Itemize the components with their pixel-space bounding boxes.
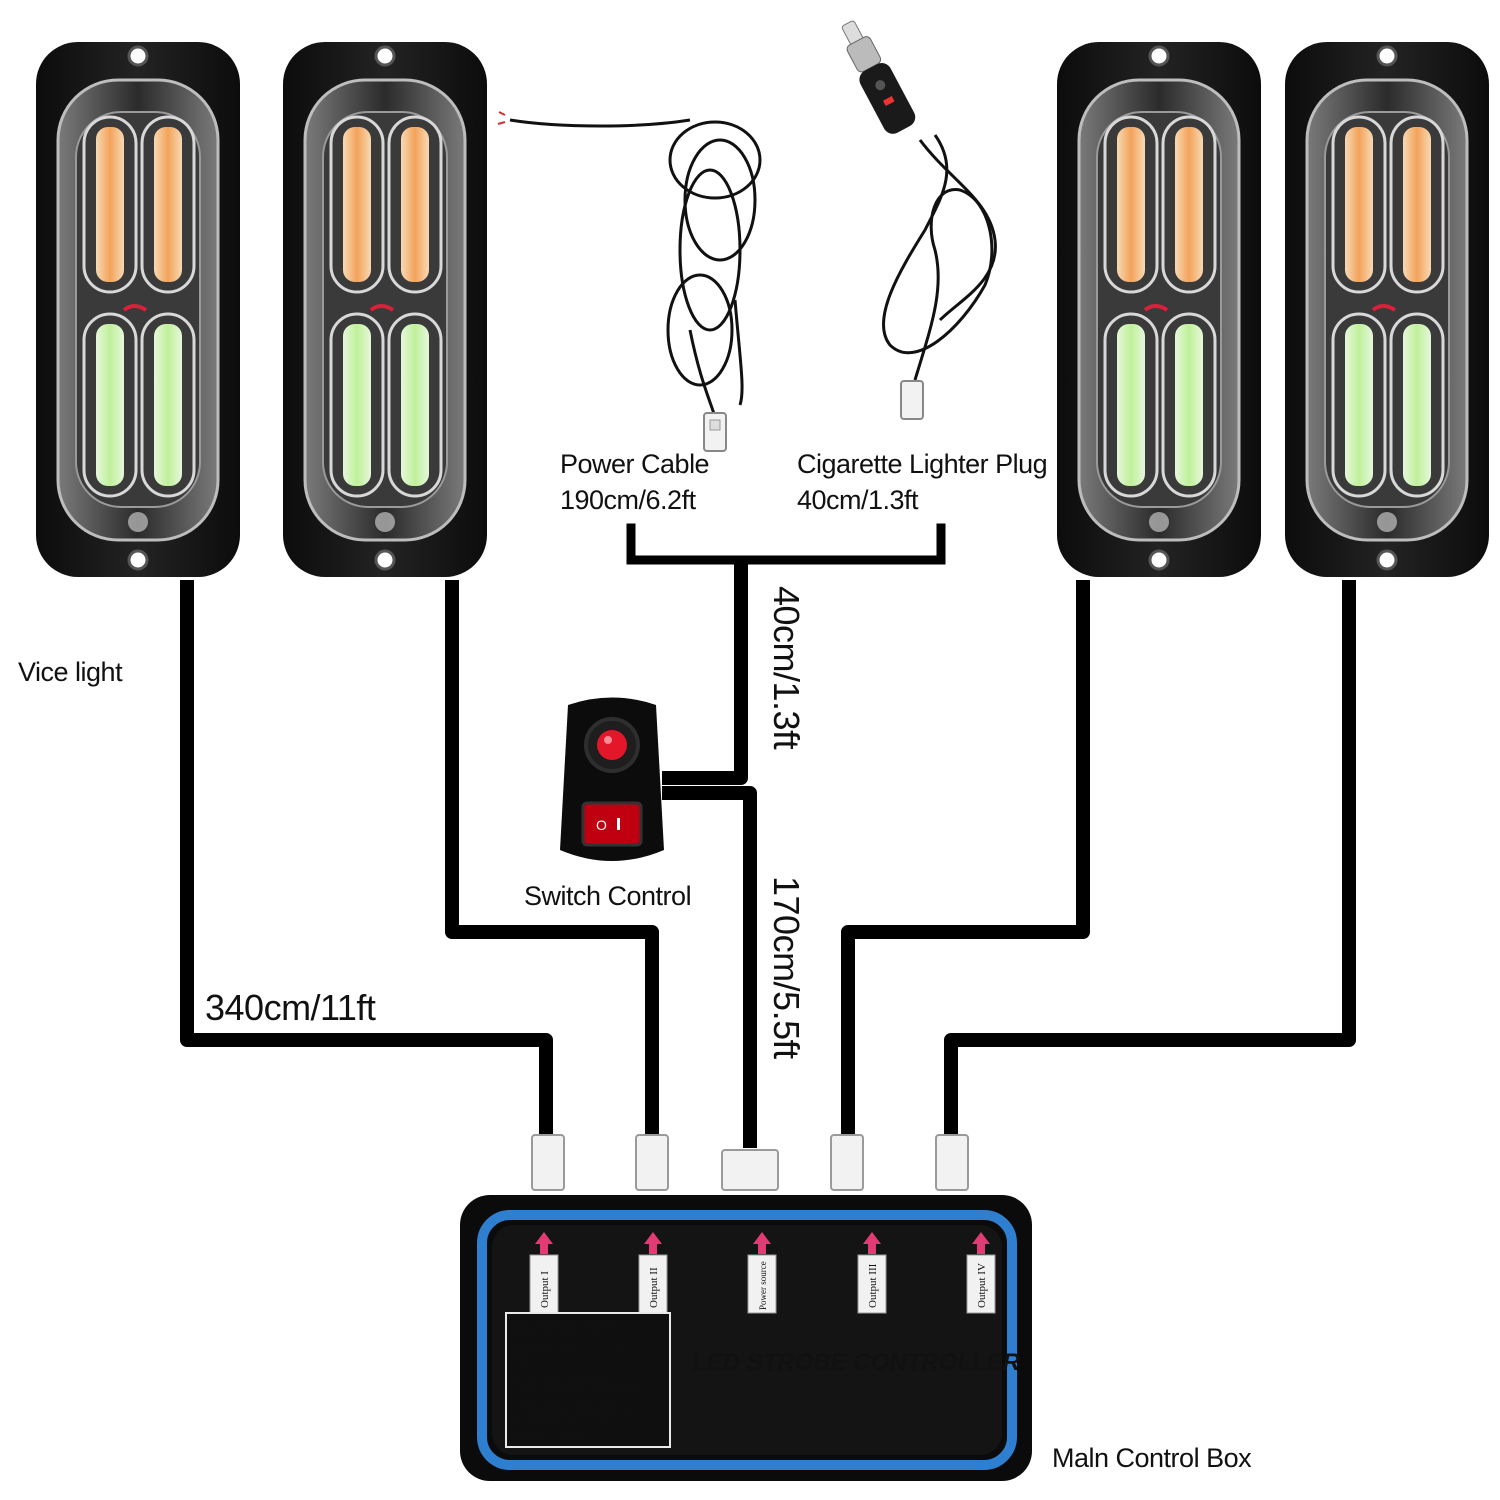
vice-light-label: Vice light — [18, 657, 123, 687]
switch-cable-length: 40cm/1.3ft — [766, 586, 807, 750]
main-control-box: Output I Output II Power source Output I… — [460, 1195, 1032, 1481]
main-control-box-label: Maln Control Box — [1052, 1443, 1252, 1473]
svg-text:③ It should be installed in th: ③ It should be installed in the place — [512, 1407, 638, 1416]
svg-text:design, You must make waterpro: design, You must make waterproof. — [512, 1396, 638, 1405]
svg-text:Output horsepower: 30W: Output horsepower: 30W — [512, 1330, 602, 1339]
box-connectors — [531, 1134, 969, 1191]
power-cable-length: 190cm/6.2ft — [560, 485, 696, 515]
wire-switch-to-power — [662, 556, 748, 785]
svg-text:Notice: Notice — [512, 1352, 535, 1361]
controller-title: LED STROBE CONTROLLER — [692, 1349, 1021, 1376]
power-bracket — [626, 523, 946, 565]
cigarette-lighter-plug — [841, 20, 997, 420]
power-cable-plug — [703, 412, 727, 452]
strobe-light-1 — [36, 42, 240, 577]
cigarette-plug-label: Cigarette Lighter Plug — [797, 449, 1048, 479]
port-label-output-3: Output III — [867, 1263, 879, 1308]
port-label-output-2: Output II — [648, 1267, 660, 1308]
svg-text:of far away from heat source a: of far away from heat source and — [512, 1418, 630, 1427]
svg-text:source cannot meet instead.: source cannot meet instead. — [512, 1374, 613, 1383]
svg-text:Ambient temperature: -30°C -6: Ambient temperature: -30°C -60°C — [512, 1341, 633, 1350]
switch-control-unit: O — [560, 697, 664, 861]
wire-light-2 — [445, 580, 659, 1140]
wires — [180, 556, 1356, 1148]
cigarette-plug-length: 40cm/1.3ft — [797, 485, 919, 515]
power-cable-label: Power Cable — [560, 449, 710, 479]
strobe-light-2 — [283, 42, 487, 577]
svg-text:Work piece voltage: DC12-24: Work piece voltage: DC12-24V — [512, 1319, 620, 1328]
notice-text: Work piece voltage: DC12-24V Output hors… — [512, 1319, 651, 1438]
svg-text:O: O — [596, 817, 607, 833]
switch-control-label: Switch Control — [524, 881, 692, 911]
svg-text:① The cathode and anode or the: ① The cathode and anode or the power — [512, 1363, 651, 1372]
svg-text:② This stroboiux has no waterp: ② This stroboiux has no waterproof — [512, 1385, 640, 1394]
port-label-output-1: Output I — [539, 1271, 551, 1308]
box-cable-length: 170cm/5.5ft — [766, 876, 807, 1059]
wire-light-1 — [180, 580, 553, 1140]
power-cable — [497, 111, 762, 421]
wire-power-to-box — [662, 786, 757, 1148]
port-label-output-4: Output IV — [976, 1263, 988, 1308]
port-label-power-source: Power source — [758, 1261, 768, 1310]
wire-light-4 — [944, 580, 1356, 1140]
light-cable-length: 340cm/11ft — [205, 987, 376, 1028]
svg-text:excellent ventilation: excellent ventilation — [512, 1429, 584, 1438]
wire-light-3 — [841, 580, 1090, 1140]
strobe-light-3 — [1057, 42, 1261, 577]
strobe-light-4 — [1285, 42, 1489, 577]
